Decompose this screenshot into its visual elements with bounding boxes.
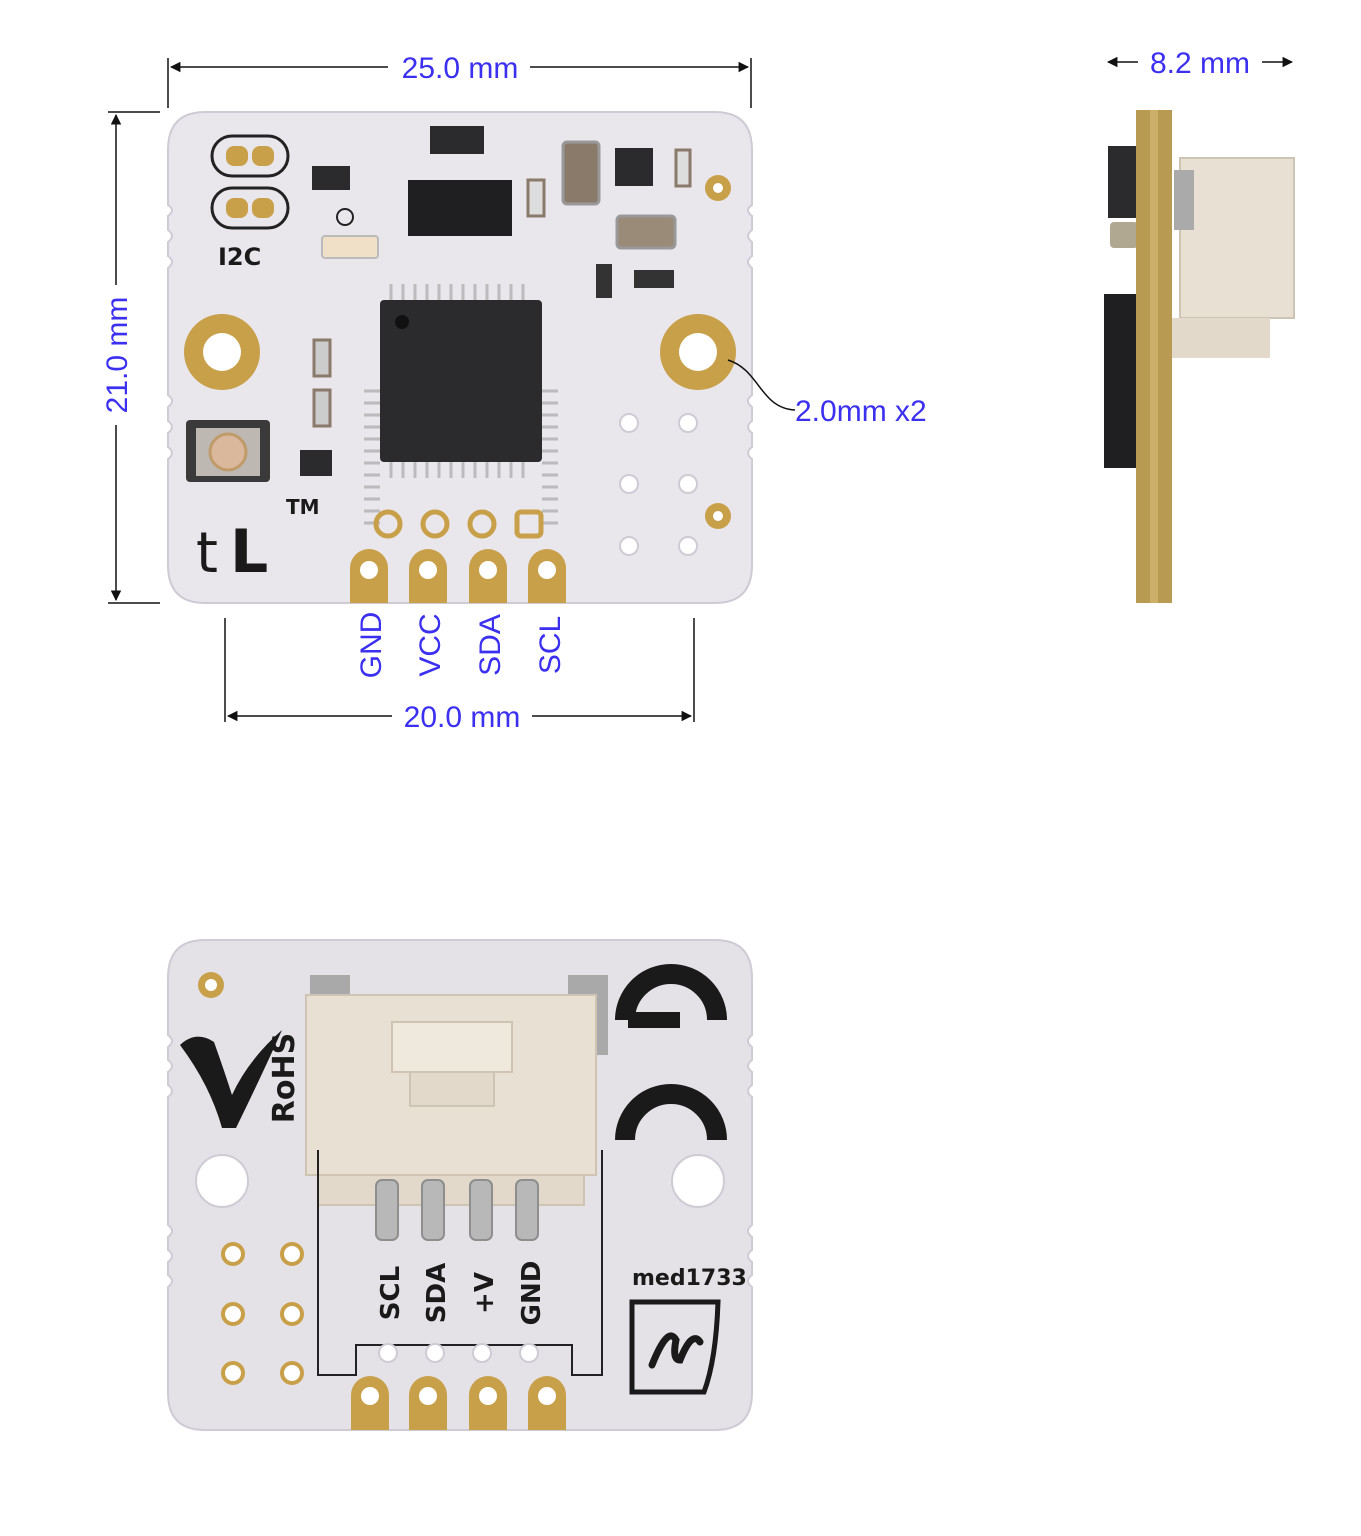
logo-tm: TM (286, 495, 320, 519)
pin-label-gnd: GND (355, 612, 388, 679)
back-via-holes (221, 1242, 304, 1385)
width-dimension-label: 25.0 mm (402, 52, 519, 85)
back-pin-label-gnd: GND (517, 1261, 547, 1326)
front-mounting-holes (184, 175, 736, 529)
connector-silk-outline (317, 1150, 603, 1376)
jst-connector (305, 975, 608, 1241)
back-small-holes (378, 1343, 539, 1363)
front-pin-labels: GND VCC SDA SCL (355, 612, 567, 679)
back-castellated-pins (351, 1376, 566, 1430)
ce-c-icon (615, 1084, 727, 1141)
ce-mark (615, 964, 727, 1141)
dimension-height: 21.0 mm (101, 111, 160, 604)
pin-span-dimension-label: 20.0 mm (404, 701, 521, 734)
main-microcontroller-chip (364, 284, 558, 525)
rohs-check-icon (180, 1030, 282, 1128)
logo-t: t (196, 521, 218, 586)
reset-button (186, 420, 270, 482)
maker-logo (629, 1299, 721, 1395)
side-pcb-edge (1136, 110, 1172, 603)
model-label: med1733 (632, 1266, 747, 1291)
front-via-holes (619, 413, 698, 556)
i2c-solder-jumpers (210, 134, 290, 230)
silk-i2c-label: I2C (218, 243, 261, 271)
maker-logo-icon (648, 1332, 704, 1369)
front-castellated-pins (350, 549, 566, 603)
back-mounting-holes (195, 972, 725, 1208)
side-view: 8.2 mm (1104, 47, 1295, 603)
front-small-components (300, 126, 692, 476)
dimension-width: 25.0 mm (167, 52, 752, 108)
rohs-label: RoHS (267, 1033, 302, 1123)
back-pin-labels: SCL SDA +V GND (376, 1261, 547, 1326)
pin-label-sda: SDA (474, 614, 507, 676)
side-components (1104, 146, 1295, 468)
rohs-mark: RoHS (180, 1030, 302, 1128)
back-pin-label-v: +V (470, 1272, 500, 1314)
back-pin-label-scl: SCL (376, 1266, 406, 1320)
height-dimension-label: 21.0 mm (101, 297, 134, 414)
hole-dimension-label: 2.0mm x2 (795, 395, 927, 428)
dimension-pin-span: 20.0 mm (224, 618, 695, 734)
ce-e-icon (615, 964, 727, 1021)
dimension-thickness: 8.2 mm (1106, 47, 1294, 80)
logo-l: L (230, 517, 268, 587)
thickness-dimension-label: 8.2 mm (1150, 47, 1250, 80)
pin-label-vcc: VCC (414, 613, 447, 676)
hole-callout: 2.0mm x2 (727, 359, 927, 428)
pin-label-scl: SCL (534, 616, 567, 674)
tl-logo: t L TM (196, 495, 320, 587)
front-view: I2C (101, 52, 927, 734)
back-pin-label-sda: SDA (422, 1263, 452, 1323)
back-view: SCL SDA +V GND RoHS med1733 (167, 939, 753, 1431)
front-header-pads (373, 509, 544, 539)
